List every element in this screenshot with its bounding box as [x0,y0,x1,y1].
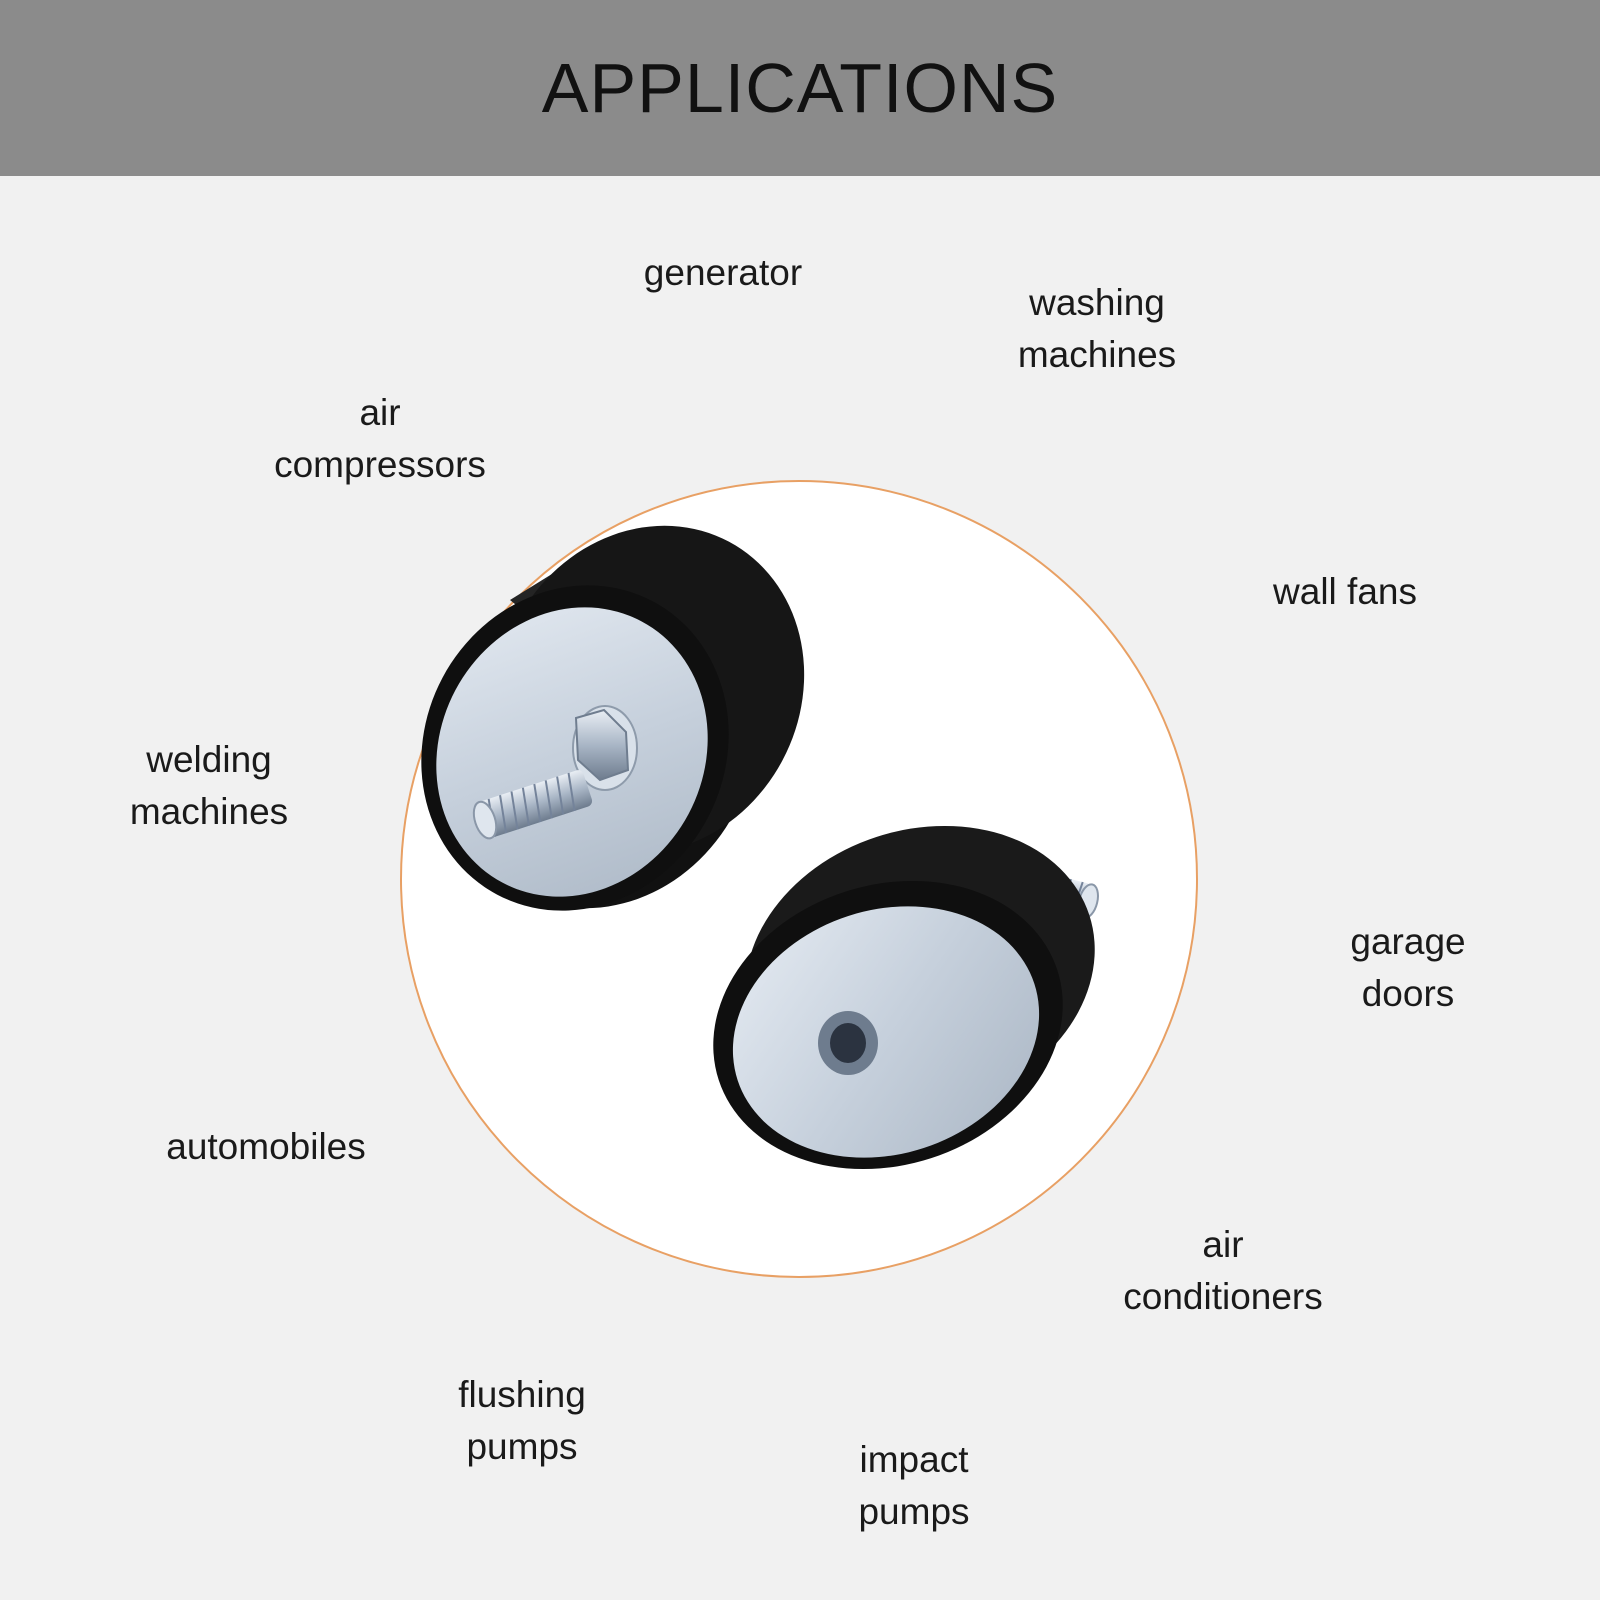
mount-upper [421,525,805,911]
application-label-air-compressors: air compressors [274,392,486,485]
application-label-impact-pumps: impact pumps [858,1439,970,1532]
application-label-flushing-pumps: flushing pumps [458,1374,586,1467]
application-label-garage-doors: garage doors [1350,921,1466,1014]
rubber-mount-product-image [421,525,1099,1170]
application-label-air-conditioners: air conditioners [1123,1224,1323,1317]
application-label-washing-machines: washing machines [1017,282,1177,375]
header-banner: APPLICATIONS [0,0,1600,176]
application-label-wall-fans: wall fans [1273,571,1417,612]
application-label-welding-machines: welding machines [129,739,289,832]
page-title: APPLICATIONS [541,49,1059,127]
application-label-generator: generator [643,252,803,293]
application-label-automobiles: automobiles [166,1126,366,1167]
mount-lower [713,825,1099,1170]
